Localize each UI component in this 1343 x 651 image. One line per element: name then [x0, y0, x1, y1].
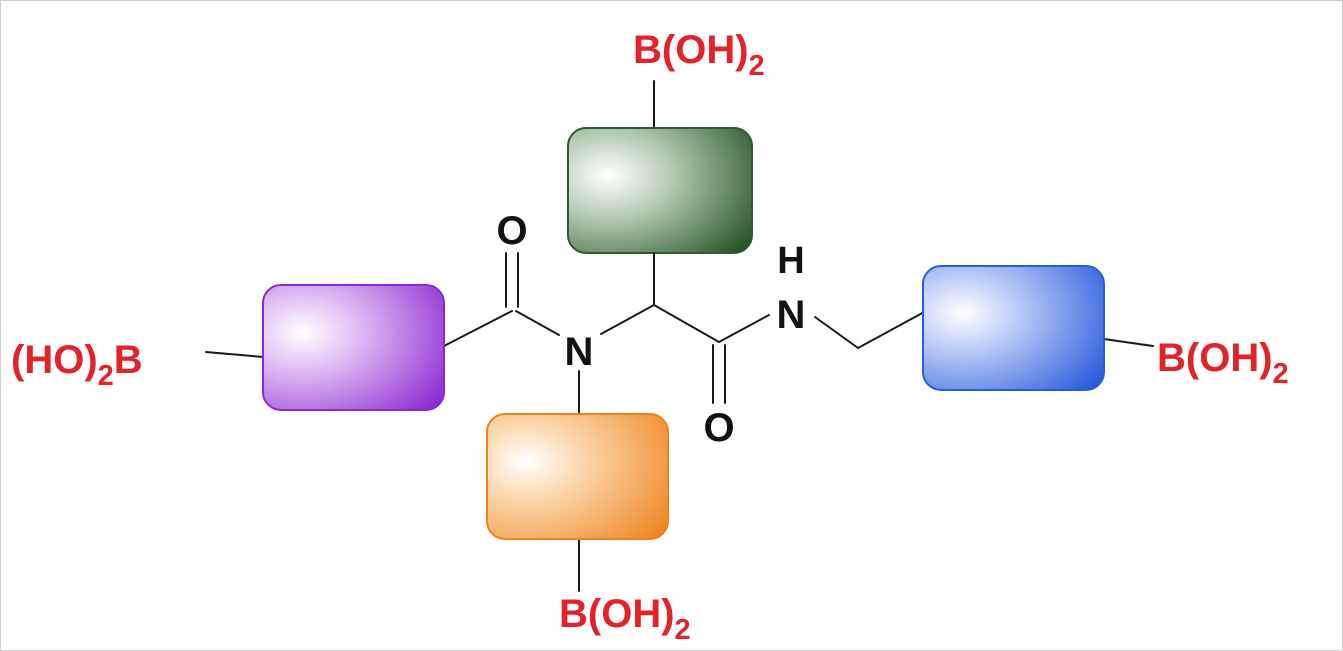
bond-blue-boron — [1103, 338, 1154, 347]
bond-alpha-n — [600, 304, 655, 335]
green-substituent-block — [567, 127, 753, 254]
purple-substituent-block — [262, 284, 445, 411]
right-boronic-acid-main: B(OH) — [1157, 336, 1273, 380]
bottom-boronic-acid-main: B(OH) — [559, 592, 675, 636]
orange-substituent-block — [486, 413, 669, 540]
tertiary-nitrogen: N — [565, 330, 594, 374]
bond-left-boron — [205, 351, 264, 358]
left-boronic-acid-main: (HO) — [11, 338, 98, 382]
bond-ch2-blue — [857, 310, 927, 349]
bottom-boronic-acid-sub: 2 — [675, 614, 691, 646]
carbonyl-oxygen-top: O — [496, 209, 527, 253]
bottom-boronic-acid-label: B(OH)2 — [559, 592, 691, 646]
amide-nitrogen: N — [777, 293, 806, 337]
right-boronic-acid-label: B(OH)2 — [1157, 336, 1289, 390]
right-boronic-acid-sub: 2 — [1273, 358, 1289, 390]
left-boronic-acid-label: (HO)2B — [11, 338, 143, 392]
bond-alpha-carbonyl — [653, 304, 720, 343]
bond-nh-ch2 — [814, 316, 859, 349]
top-boronic-acid-main: B(OH) — [633, 28, 749, 72]
bond-lines — [205, 80, 1154, 592]
left-boronic-acid-sub: 2 — [98, 360, 114, 392]
bond-carbonyl-nh — [718, 314, 770, 343]
left-boronic-acid-tail: B — [114, 338, 143, 382]
top-boronic-acid-label: B(OH)2 — [633, 28, 765, 82]
carbonyl-oxygen-bottom: O — [703, 406, 734, 450]
top-boronic-acid-sub: 2 — [749, 50, 765, 82]
bond-n-carbonyl — [515, 310, 560, 336]
amide-hydrogen: H — [777, 240, 804, 282]
bond-carbonyl-purple — [443, 310, 513, 347]
blue-substituent-block — [922, 265, 1105, 391]
